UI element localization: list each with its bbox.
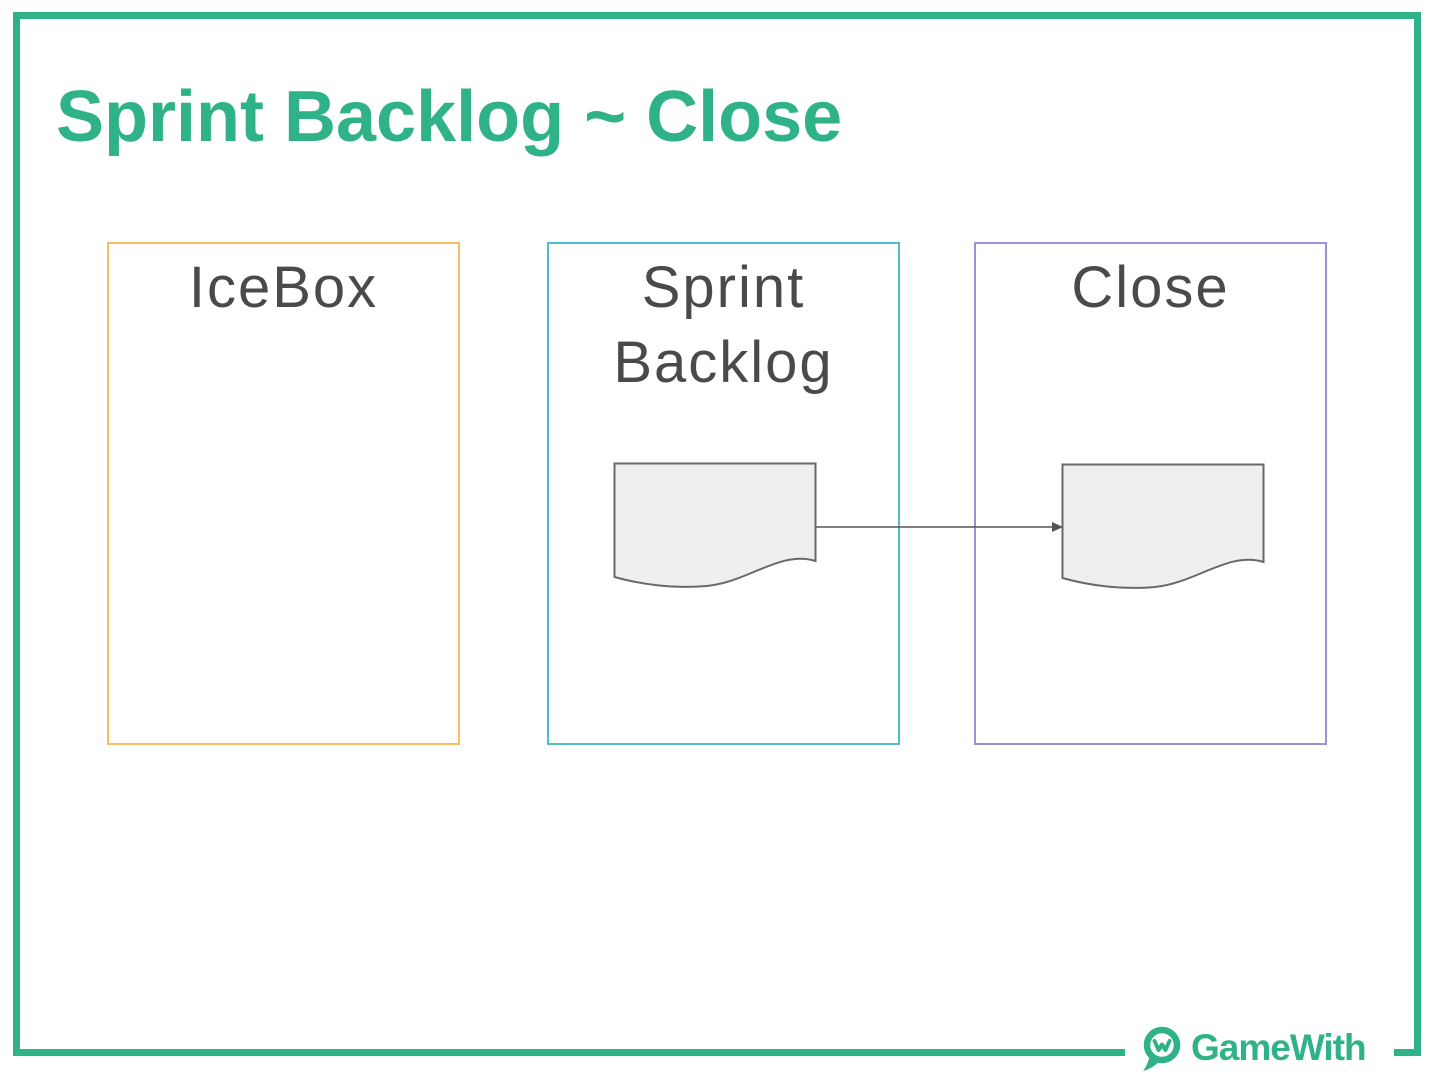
page-title: Sprint Backlog ~ Close [56,77,843,157]
column-close-label: Close [1071,255,1230,320]
frame-border-bottom-right [1394,1049,1421,1056]
speech-bubble-w-icon [1143,1026,1181,1071]
frame-border-top [13,12,1421,19]
column-icebox-label: IceBox [188,255,379,320]
frame-border-left [13,12,20,1056]
document-shape-close [1061,463,1265,589]
frame-border-right [1414,12,1421,1056]
document-shape-path [613,462,817,588]
frame-border-bottom-left [13,1049,1125,1056]
document-shape-sprint-backlog [613,462,817,588]
document-shape-path [1061,463,1265,589]
column-icebox: IceBox [107,242,460,745]
flow-arrow [816,522,1063,532]
brand-wordmark: GameWith [1191,1027,1367,1068]
flow-arrow-head [1052,522,1063,532]
column-sprint-backlog: Sprint Backlog [547,242,900,745]
column-sprint-backlog-label: Sprint Backlog [613,255,834,396]
brand-logo: GameWith [1134,1020,1370,1076]
